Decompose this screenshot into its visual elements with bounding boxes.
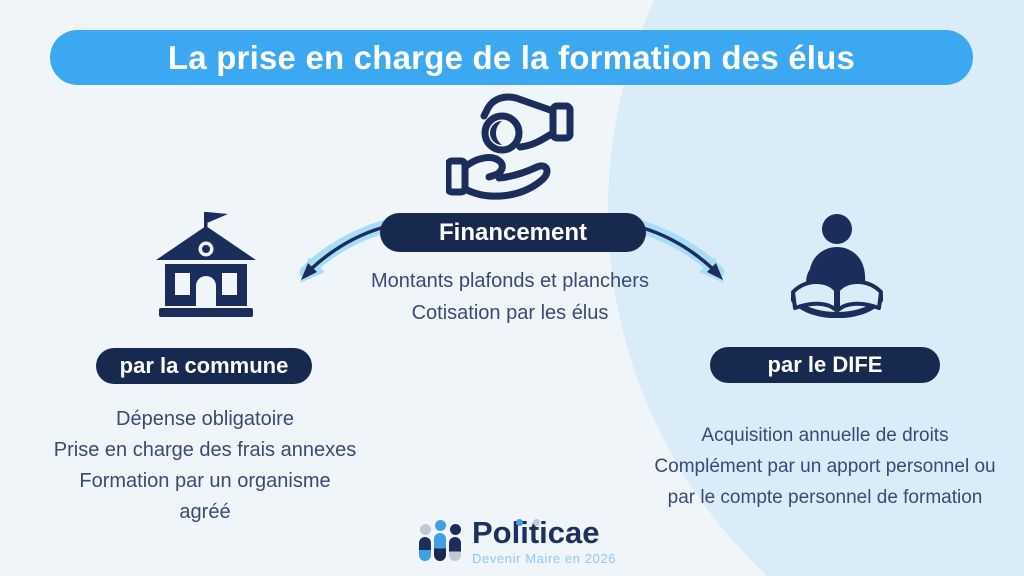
logo-text: Politicae Devenir Maire en 2026 (472, 517, 616, 567)
logo-figure (449, 524, 461, 561)
logo-figure (434, 520, 446, 561)
info-line: Prise en charge des frais annexes (53, 439, 357, 461)
financement-pill-label: Financement (438, 218, 588, 246)
info-line: Formation par un organisme (79, 470, 331, 492)
info-line: Dépense obligatoire (116, 408, 294, 430)
commune-details: Dépense obligatoire Prise en charge des … (25, 404, 385, 528)
logo-figure (419, 524, 431, 561)
info-line: Montants plafonds et planchers (371, 270, 649, 292)
footer-logo: Politicae Devenir Maire en 2026 (418, 517, 616, 567)
info-line: agréé (179, 501, 231, 523)
person-reading-book-icon (791, 214, 883, 318)
title-banner: La prise en charge de la formation des é… (50, 30, 973, 85)
politicae-logo-icon (418, 517, 464, 567)
info-line: par le compte personnel de formation (667, 487, 983, 508)
page-title: La prise en charge de la formation des é… (167, 38, 856, 76)
logo-wordmark: Politicae (472, 515, 600, 550)
logo-i-dot-blue (516, 519, 523, 526)
right-arrow-icon (634, 220, 725, 283)
commune-pill: par la commune (96, 348, 312, 384)
logo-i-dot-gray (533, 519, 540, 526)
town-hall-icon (156, 212, 256, 317)
left-arrow-icon (299, 220, 390, 283)
info-line: Cotisation par les élus (411, 302, 609, 324)
commune-pill-label: par la commune (119, 353, 289, 378)
logo-tagline: Devenir Maire en 2026 (472, 551, 617, 566)
financement-details: Montants plafonds et planchers Cotisatio… (333, 265, 687, 329)
dife-details: Acquisition annuelle de droits Complémen… (642, 420, 1008, 513)
info-line: Complément par un apport personnel ou (654, 456, 996, 477)
info-line: Acquisition annuelle de droits (701, 425, 949, 446)
dife-pill: par le DIFE (710, 347, 940, 383)
dife-pill-label: par le DIFE (767, 352, 883, 377)
financement-pill: Financement (380, 213, 646, 252)
hand-giving-coin-icon (446, 93, 574, 200)
